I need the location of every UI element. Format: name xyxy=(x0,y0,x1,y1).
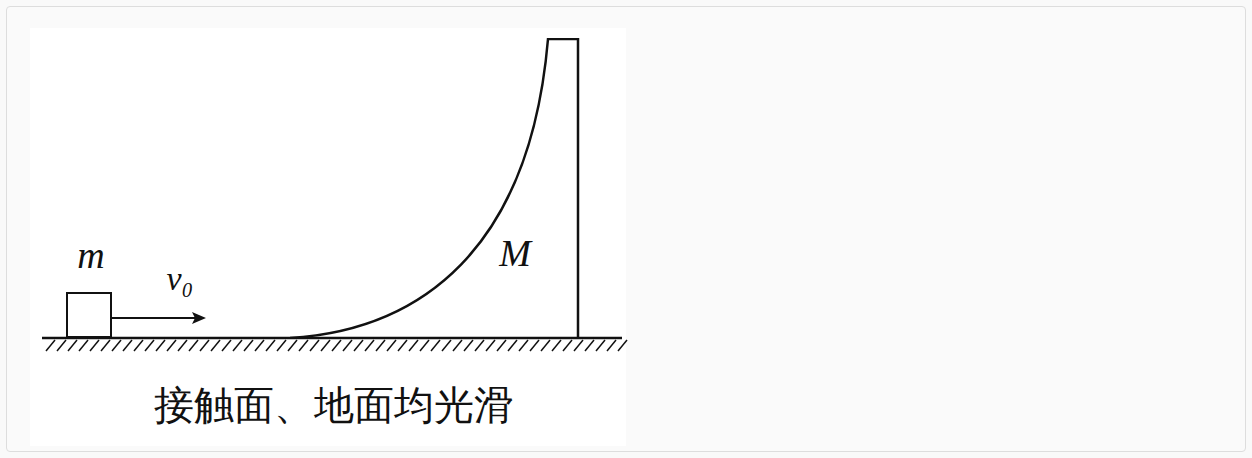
mass-label: M xyxy=(499,234,531,272)
hatch-stroke xyxy=(68,340,77,351)
hatch-stroke xyxy=(123,340,132,351)
hatch-stroke xyxy=(519,340,528,351)
curved-block-M: M xyxy=(290,38,580,339)
hatch-stroke xyxy=(321,340,330,351)
hatch-stroke xyxy=(530,340,539,351)
hatch-stroke xyxy=(255,340,264,351)
block-m: m xyxy=(66,292,112,338)
hatch-stroke xyxy=(134,340,143,351)
hatch-stroke xyxy=(563,340,572,351)
panel xyxy=(30,28,626,446)
hatch-stroke xyxy=(343,340,352,351)
hatch-stroke xyxy=(376,340,385,351)
hatch-stroke xyxy=(244,340,253,351)
hatch-stroke xyxy=(46,340,55,351)
hatch-stroke xyxy=(387,340,396,351)
hatch-stroke xyxy=(112,340,121,351)
hatch-stroke xyxy=(145,340,154,351)
hatch-stroke xyxy=(79,340,88,351)
hatch-stroke xyxy=(409,340,418,351)
ground-hatching xyxy=(46,340,627,351)
hatch-stroke xyxy=(420,340,429,351)
hatch-stroke xyxy=(178,340,187,351)
block-outline xyxy=(290,38,580,339)
hatch-stroke xyxy=(101,340,110,351)
hatch-stroke xyxy=(541,340,550,351)
hatch-stroke xyxy=(508,340,517,351)
hatch-stroke xyxy=(431,340,440,351)
hatch-stroke xyxy=(585,340,594,351)
mass-label: m xyxy=(77,236,104,274)
hatch-stroke xyxy=(299,340,308,351)
hatch-stroke xyxy=(332,340,341,351)
hatch-stroke xyxy=(354,340,363,351)
arrow-head xyxy=(192,312,206,324)
hatch-stroke xyxy=(57,340,66,351)
hatch-stroke xyxy=(266,340,275,351)
hatch-stroke xyxy=(233,340,242,351)
hatch-stroke xyxy=(453,340,462,351)
velocity-arrow xyxy=(112,317,196,319)
caption: 接触面、地面均光滑 xyxy=(154,386,514,426)
hatch-stroke xyxy=(365,340,374,351)
hatch-stroke xyxy=(167,340,176,351)
ground-line xyxy=(42,337,622,340)
hatch-stroke xyxy=(618,340,627,351)
hatch-stroke xyxy=(475,340,484,351)
hatch-stroke xyxy=(596,340,605,351)
hatch-stroke xyxy=(574,340,583,351)
hatch-stroke xyxy=(90,340,99,351)
hatch-stroke xyxy=(288,340,297,351)
hatch-stroke xyxy=(222,340,231,351)
curve-outline xyxy=(290,39,578,338)
hatch-stroke xyxy=(442,340,451,351)
hatch-stroke xyxy=(497,340,506,351)
hatch-stroke xyxy=(200,340,209,351)
hatch-stroke xyxy=(189,340,198,351)
hatch-stroke xyxy=(464,340,473,351)
hatch-stroke xyxy=(607,340,616,351)
hatch-stroke xyxy=(398,340,407,351)
hatch-stroke xyxy=(486,340,495,351)
hatch-stroke xyxy=(552,340,561,351)
hatch-stroke xyxy=(277,340,286,351)
hatch-stroke xyxy=(310,340,319,351)
hatch-stroke xyxy=(156,340,165,351)
hatch-stroke xyxy=(211,340,220,351)
velocity-label: v₀ xyxy=(167,262,194,296)
